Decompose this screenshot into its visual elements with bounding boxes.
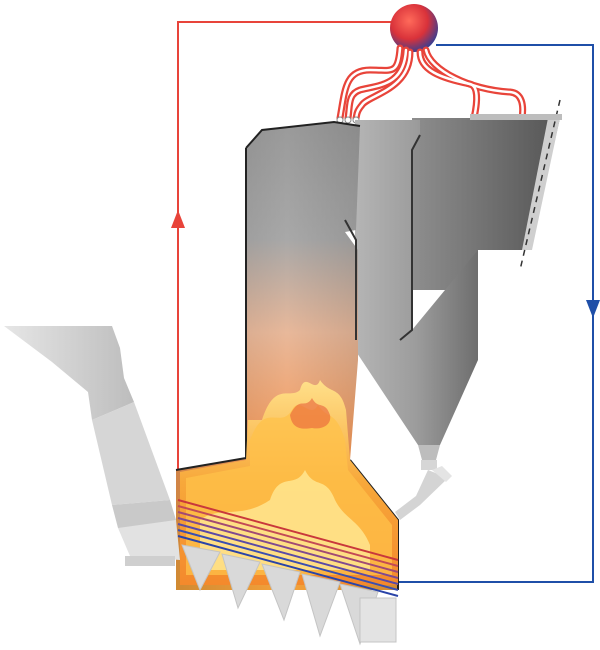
riser-line: [177, 21, 392, 480]
fuel-hopper: [4, 326, 180, 566]
drum-header-pipes: [336, 44, 527, 124]
riser-arrow-up: [171, 210, 185, 228]
grate-tubes: [177, 499, 399, 597]
convection-duct: [412, 99, 561, 290]
duct-outlet-flange: [470, 114, 562, 120]
steam-drum: [390, 4, 438, 52]
cyclone-separator: [355, 120, 478, 470]
return-leg: [395, 466, 452, 520]
ash-hoppers: [181, 544, 397, 646]
downcomer-arrow-down: [586, 300, 600, 318]
